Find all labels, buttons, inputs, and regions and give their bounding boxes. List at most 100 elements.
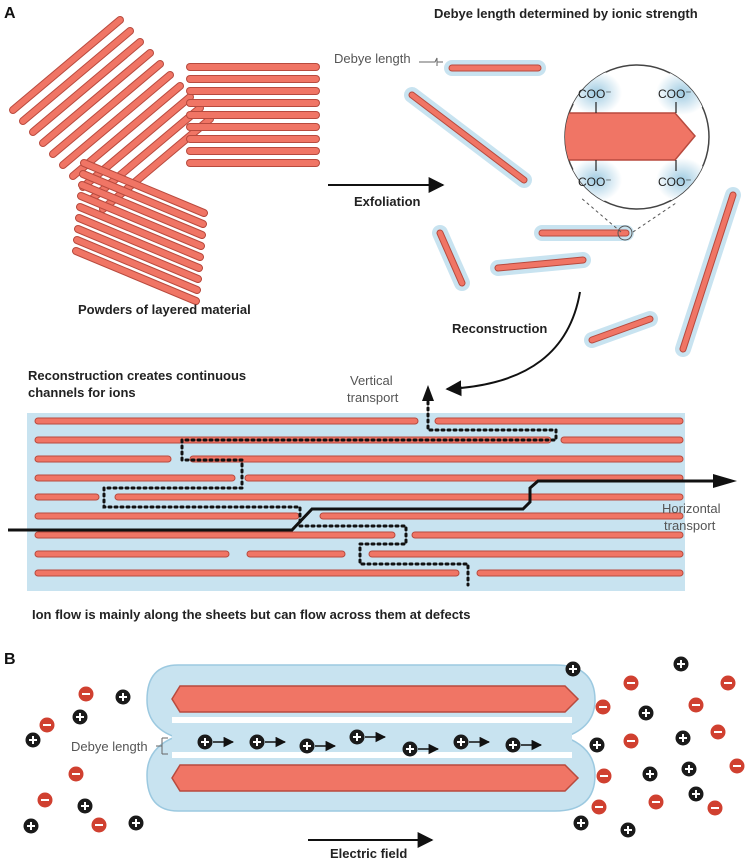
anion	[596, 768, 612, 784]
exfoliated-sheet-fill	[680, 192, 736, 352]
cation	[72, 709, 88, 725]
vertical-transport-label-1: Vertical	[350, 373, 393, 388]
cation	[681, 761, 697, 777]
horizontal-transport-line	[8, 479, 718, 532]
powder-sheet-fill	[79, 182, 205, 238]
powder-stack-horizontal	[186, 63, 320, 167]
cation	[565, 661, 581, 677]
carboxylate-group: COO⁻	[658, 87, 692, 101]
zoom-guide-right	[632, 202, 677, 233]
vertical-transport-label-2: transport	[347, 390, 399, 405]
ion-pathway-dots	[102, 400, 558, 587]
cation	[77, 798, 93, 814]
anion	[729, 758, 745, 774]
anion	[39, 717, 55, 733]
cation	[25, 732, 41, 748]
powder-sheet-fill	[40, 50, 153, 146]
cation	[197, 734, 213, 750]
panel-b-letter: B	[4, 651, 16, 668]
anion	[720, 675, 736, 691]
powder-sheet-fill	[75, 226, 201, 282]
cation	[638, 705, 654, 721]
sheet-bottom-b	[171, 764, 580, 792]
channels-label-line2: channels for ions	[28, 385, 136, 400]
cation	[115, 689, 131, 705]
powder-stack-tilted-left	[9, 16, 214, 213]
debye-length-bracket	[419, 57, 443, 66]
powder-sheet-fill	[60, 72, 173, 168]
vertical-transport-arrowhead	[422, 385, 434, 401]
channels-label-line1: Reconstruction creates continuous	[28, 368, 246, 383]
exfoliation-label: Exfoliation	[354, 194, 421, 209]
ion-pathway	[102, 400, 558, 587]
cation	[642, 766, 658, 782]
channel-cations	[197, 729, 543, 757]
horizontal-transport-label-2: transport	[664, 518, 716, 533]
horizontal-transport-arrowhead	[713, 474, 737, 488]
channel-gap	[172, 752, 572, 758]
debye-length-label-a: Debye length	[334, 51, 411, 66]
exfoliated-sheet-fill	[589, 316, 653, 343]
channel-diagram	[146, 664, 596, 812]
anion	[595, 699, 611, 715]
powder-sheet-fill	[76, 215, 202, 271]
cation	[673, 656, 689, 672]
powders-label: Powders of layered material	[78, 302, 251, 317]
zoom-guide-left	[579, 196, 622, 233]
powder-sheet-fill	[80, 171, 206, 227]
channel-gap	[172, 717, 572, 723]
powder-sheet-fill	[78, 193, 204, 249]
horizontal-transport-label-1: Horizontal	[662, 501, 721, 516]
anion	[37, 792, 53, 808]
reconstruction-arrow	[445, 291, 581, 397]
powder-sheet-fill	[81, 160, 207, 216]
debye-length-bracket-b	[156, 737, 168, 755]
zoom-spot	[617, 225, 633, 241]
powder-sheet-fill	[10, 17, 123, 113]
reconstruction-label: Reconstruction	[452, 321, 547, 336]
exfoliated-sheet-fill	[437, 230, 465, 286]
carboxylate-group: COO⁻	[658, 175, 692, 189]
powder-sheet-fill	[77, 204, 203, 260]
powder-sheet-fill	[50, 61, 163, 157]
anion	[688, 697, 704, 713]
electric-field-label: Electric field	[330, 846, 407, 861]
inset-sheet	[565, 112, 696, 161]
powder-stack-tilted-bottom	[72, 159, 208, 305]
panel-a-title: Debye length determined by ionic strengt…	[434, 6, 698, 21]
carboxylate-group: COO⁻	[578, 87, 612, 101]
powder-sheet-fill	[70, 83, 183, 179]
cation	[128, 815, 144, 831]
cation	[453, 734, 469, 750]
debye-length-label-b: Debye length	[71, 739, 148, 754]
anion	[78, 686, 94, 702]
exfoliated-sheet-fill	[495, 257, 586, 271]
powder-sheet-fill	[73, 248, 199, 304]
sheet-top-b	[171, 685, 580, 713]
anion	[591, 799, 607, 815]
cation	[402, 741, 418, 757]
anion	[68, 766, 84, 782]
anion	[91, 817, 107, 833]
anion	[623, 733, 639, 749]
anion	[648, 794, 664, 810]
inset-magnifier: COO⁻ COO⁻ COO⁻ COO⁻	[564, 64, 710, 210]
anion	[710, 724, 726, 740]
cation	[675, 730, 691, 746]
cation	[299, 738, 315, 754]
cation	[589, 737, 605, 753]
anion	[623, 675, 639, 691]
cation	[23, 818, 39, 834]
cation	[688, 786, 704, 802]
carboxylate-group: COO⁻	[578, 175, 612, 189]
panel-a-letter: A	[4, 5, 16, 22]
powder-sheet-fill	[30, 39, 143, 135]
cation	[349, 729, 365, 745]
exfoliated-sheets	[404, 60, 741, 357]
cation	[505, 737, 521, 753]
anion	[707, 800, 723, 816]
powder-sheet-fill	[74, 237, 200, 293]
cation	[249, 734, 265, 750]
cation	[573, 815, 589, 831]
